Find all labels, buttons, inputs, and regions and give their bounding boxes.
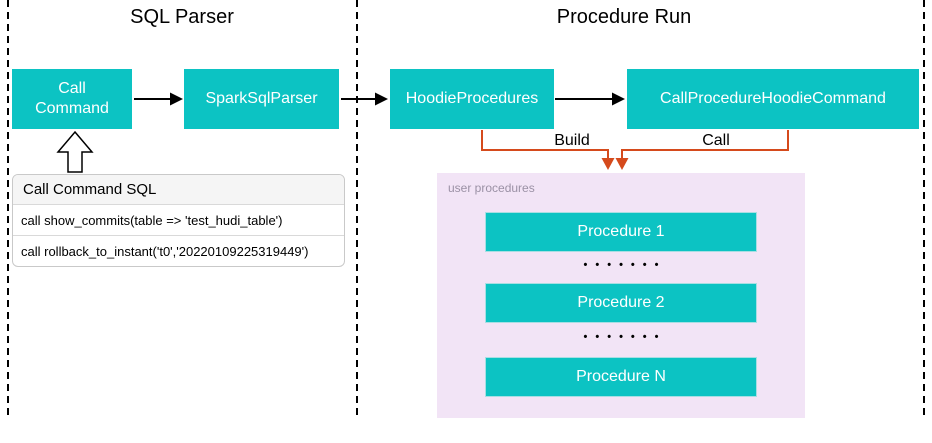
node-spark-sql-parser: SparkSqlParser bbox=[184, 69, 339, 129]
build-edge-label: Build bbox=[551, 132, 593, 150]
sql-to-call-command-up-arrow bbox=[56, 130, 94, 173]
build-connector-arrow bbox=[481, 130, 615, 170]
call-command-sql-table: Call Command SQL call show_commits(table… bbox=[12, 174, 345, 267]
ellipsis-dots-2: ••••••• bbox=[583, 331, 667, 343]
ellipsis-dots-1: ••••••• bbox=[583, 259, 667, 271]
sql-table-row-rollback: call rollback_to_instant('t0','202201092… bbox=[13, 235, 344, 266]
arrow-call-command-to-sparksqlparser bbox=[134, 92, 183, 106]
section-title-procedure-run: Procedure Run bbox=[556, 6, 692, 28]
node-call-command: Call Command bbox=[12, 69, 132, 129]
node-call-command-line2: Command bbox=[35, 100, 109, 117]
node-procedure-2: Procedure 2 bbox=[485, 283, 757, 323]
section-title-sql-parser: SQL Parser bbox=[130, 6, 234, 28]
node-hoodie-procedures: HoodieProcedures bbox=[390, 69, 554, 129]
dashed-divider-right bbox=[923, 0, 925, 418]
node-procedure-n: Procedure N bbox=[485, 357, 757, 397]
node-procedure-1: Procedure 1 bbox=[485, 212, 757, 252]
dashed-divider-left bbox=[7, 0, 9, 418]
arrow-sparksqlparser-to-hoodieprocedures bbox=[341, 92, 388, 106]
user-procedures-label: user procedures bbox=[448, 181, 535, 195]
node-call-procedure-hoodie-command: CallProcedureHoodieCommand bbox=[627, 69, 919, 129]
arrow-hoodieprocedures-to-callprocedurehoodiecommand bbox=[555, 92, 625, 106]
user-procedures-panel: user procedures Procedure 1 ••••••• Proc… bbox=[437, 173, 805, 418]
sql-table-row-show-commits: call show_commits(table => 'test_hudi_ta… bbox=[21, 212, 283, 228]
sql-table-header: Call Command SQL bbox=[13, 175, 344, 205]
dashed-divider-middle bbox=[356, 0, 358, 418]
call-edge-label: Call bbox=[699, 132, 733, 150]
node-call-command-line1: Call bbox=[58, 80, 86, 97]
